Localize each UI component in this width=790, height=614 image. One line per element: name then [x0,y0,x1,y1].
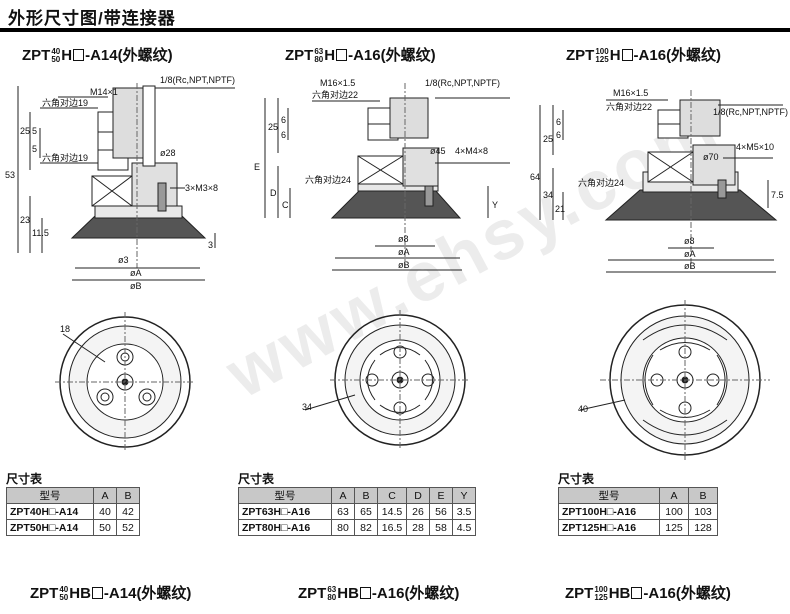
diameter-label: ø28 [160,148,176,158]
hex-label-1: 六角对边19 [42,97,88,108]
dim-25: 25 [543,134,553,144]
header-model: 型号 [6,487,94,504]
dim-phiB: øB [130,281,142,291]
thread-label: M16×1.5 [613,88,648,98]
dimension-table-1: 尺寸表 型号 A B ZPT40H□-A14 40 42 ZPT50H□-A14… [6,470,140,536]
dim-D: D [270,188,277,198]
dim-25: 25 [20,126,30,136]
bolt-label: 4×M5×10 [736,142,774,152]
dim-E: E [254,162,260,172]
header-A: A [659,487,689,504]
diameter-label: ø70 [703,152,719,162]
dim-25: 25 [268,122,278,132]
port-label: 1/8(Rc,NPT,NPTF) [425,78,500,88]
hex-label-1: 六角对边22 [606,101,652,112]
bolt-label: 3×M3×8 [185,183,218,193]
header-A: A [93,487,117,504]
header-E: E [429,487,453,504]
header-D: D [406,487,430,504]
header-B: B [116,487,140,504]
header-model: 型号 [558,487,660,504]
dim-3: 3 [208,240,213,250]
port-label: 1/8(Rc,NPT,NPTF) [713,107,788,117]
top-view-drawing-3: 40 [578,300,770,460]
hex-label-2: 六角对边19 [42,152,88,163]
radius-label: 18 [60,324,70,334]
table-row: ZPT80H□-A16 80 82 16.5 28 58 4.5 [238,519,476,536]
table-row: ZPT125H□-A16 125 128 [558,519,718,536]
port-label: 1/8(Rc,NPT,NPTF) [160,75,235,85]
hex-label-2: 六角对边24 [305,174,351,185]
dimension-table-3: 尺寸表 型号 A B ZPT100H□-A16 100 103 ZPT125H□… [558,470,718,536]
table-label: 尺寸表 [558,472,595,486]
hex-label-2: 六角对边24 [578,177,624,188]
dim-C: C [282,200,289,210]
dim-6a: 6 [556,117,561,127]
thread-label: M16×1.5 [320,78,355,88]
dim-34: 34 [543,190,553,200]
table-row: ZPT100H□-A16 100 103 [558,503,718,520]
side-view-drawing-1: M14×1 1/8(Rc,NPT,NPTF) 六角对边19 六角对边19 ø28… [5,75,235,291]
radius-label: 34 [302,402,312,412]
top-view-drawing-2: 34 [302,310,470,450]
dim-53: 53 [5,170,15,180]
header-Y: Y [452,487,476,504]
header-C: C [377,487,407,504]
dimension-table-2: 尺寸表 型号 A B C D E Y ZPT63H□-A16 63 65 14.… [238,470,476,536]
dim-phi3: ø3 [118,255,129,265]
hex-label-1: 六角对边22 [312,89,358,100]
dim-11-5: 11.5 [32,228,49,238]
diameter-label: ø45 [430,146,446,156]
dim-21: 21 [555,204,565,214]
dim-phi8: ø8 [684,236,695,246]
header-B: B [354,487,378,504]
page-title: 外形尺寸图/带连接器 [8,9,176,28]
table-row: ZPT50H□-A14 50 52 [6,519,140,536]
header-model: 型号 [238,487,332,504]
radius-label: 40 [578,404,588,414]
dim-6b: 6 [281,130,286,140]
top-view-drawing-1: 18 [55,312,195,452]
dim-phiB: øB [398,260,410,270]
dim-Y: Y [492,200,498,210]
dim-64: 64 [530,172,540,182]
side-view-drawing-3: M16×1.5 1/8(Rc,NPT,NPTF) 六角对边22 六角对边24 ø… [530,88,788,273]
dim-phiA: øA [398,247,410,257]
dim-7-5: 7.5 [771,190,784,200]
table-row: ZPT63H□-A16 63 65 14.5 26 56 3.5 [238,503,476,520]
dim-phiA: øA [130,268,142,278]
dim-6b: 6 [556,130,561,140]
dim-5b: 5 [32,144,37,154]
title-rule [0,28,790,32]
dim-6a: 6 [281,115,286,125]
header-B: B [688,487,718,504]
dim-23: 23 [20,215,30,225]
dim-phiA: øA [684,249,696,259]
dim-5a: 5 [32,126,37,136]
header-A: A [331,487,355,504]
bolt-label: 4×M4×8 [455,146,488,156]
table-label: 尺寸表 [6,472,43,486]
thread-label: M14×1 [90,87,118,97]
table-row: ZPT40H□-A14 40 42 [6,503,140,520]
side-view-drawing-2: M16×1.5 1/8(Rc,NPT,NPTF) 六角对边22 六角对边24 ø… [254,78,510,271]
dim-phiB: øB [684,261,696,271]
dim-phi8: ø8 [398,234,409,244]
table-label: 尺寸表 [238,472,275,486]
